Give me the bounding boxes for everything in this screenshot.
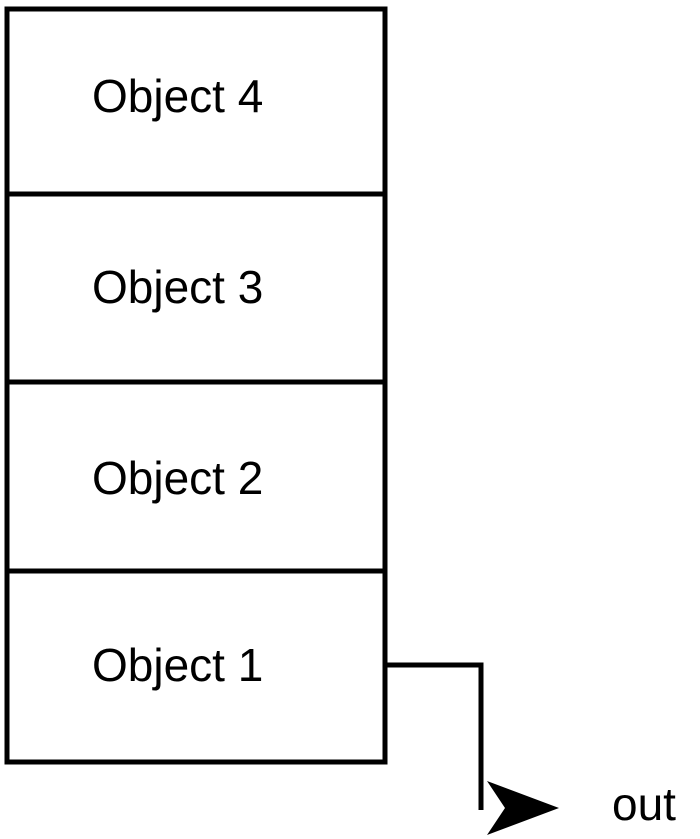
out-label: out — [612, 778, 676, 830]
output-connector-line — [385, 662, 484, 810]
stack-cell-object-2-label: Object 2 — [92, 452, 263, 504]
stack-cell-object-1-label: Object 1 — [92, 639, 263, 691]
stack-outline — [4, 6, 388, 765]
stack-cell-object-3-label: Object 3 — [92, 261, 263, 313]
arrow-head-icon — [487, 781, 559, 835]
stack-cell-object-4-label: Object 4 — [92, 70, 263, 122]
